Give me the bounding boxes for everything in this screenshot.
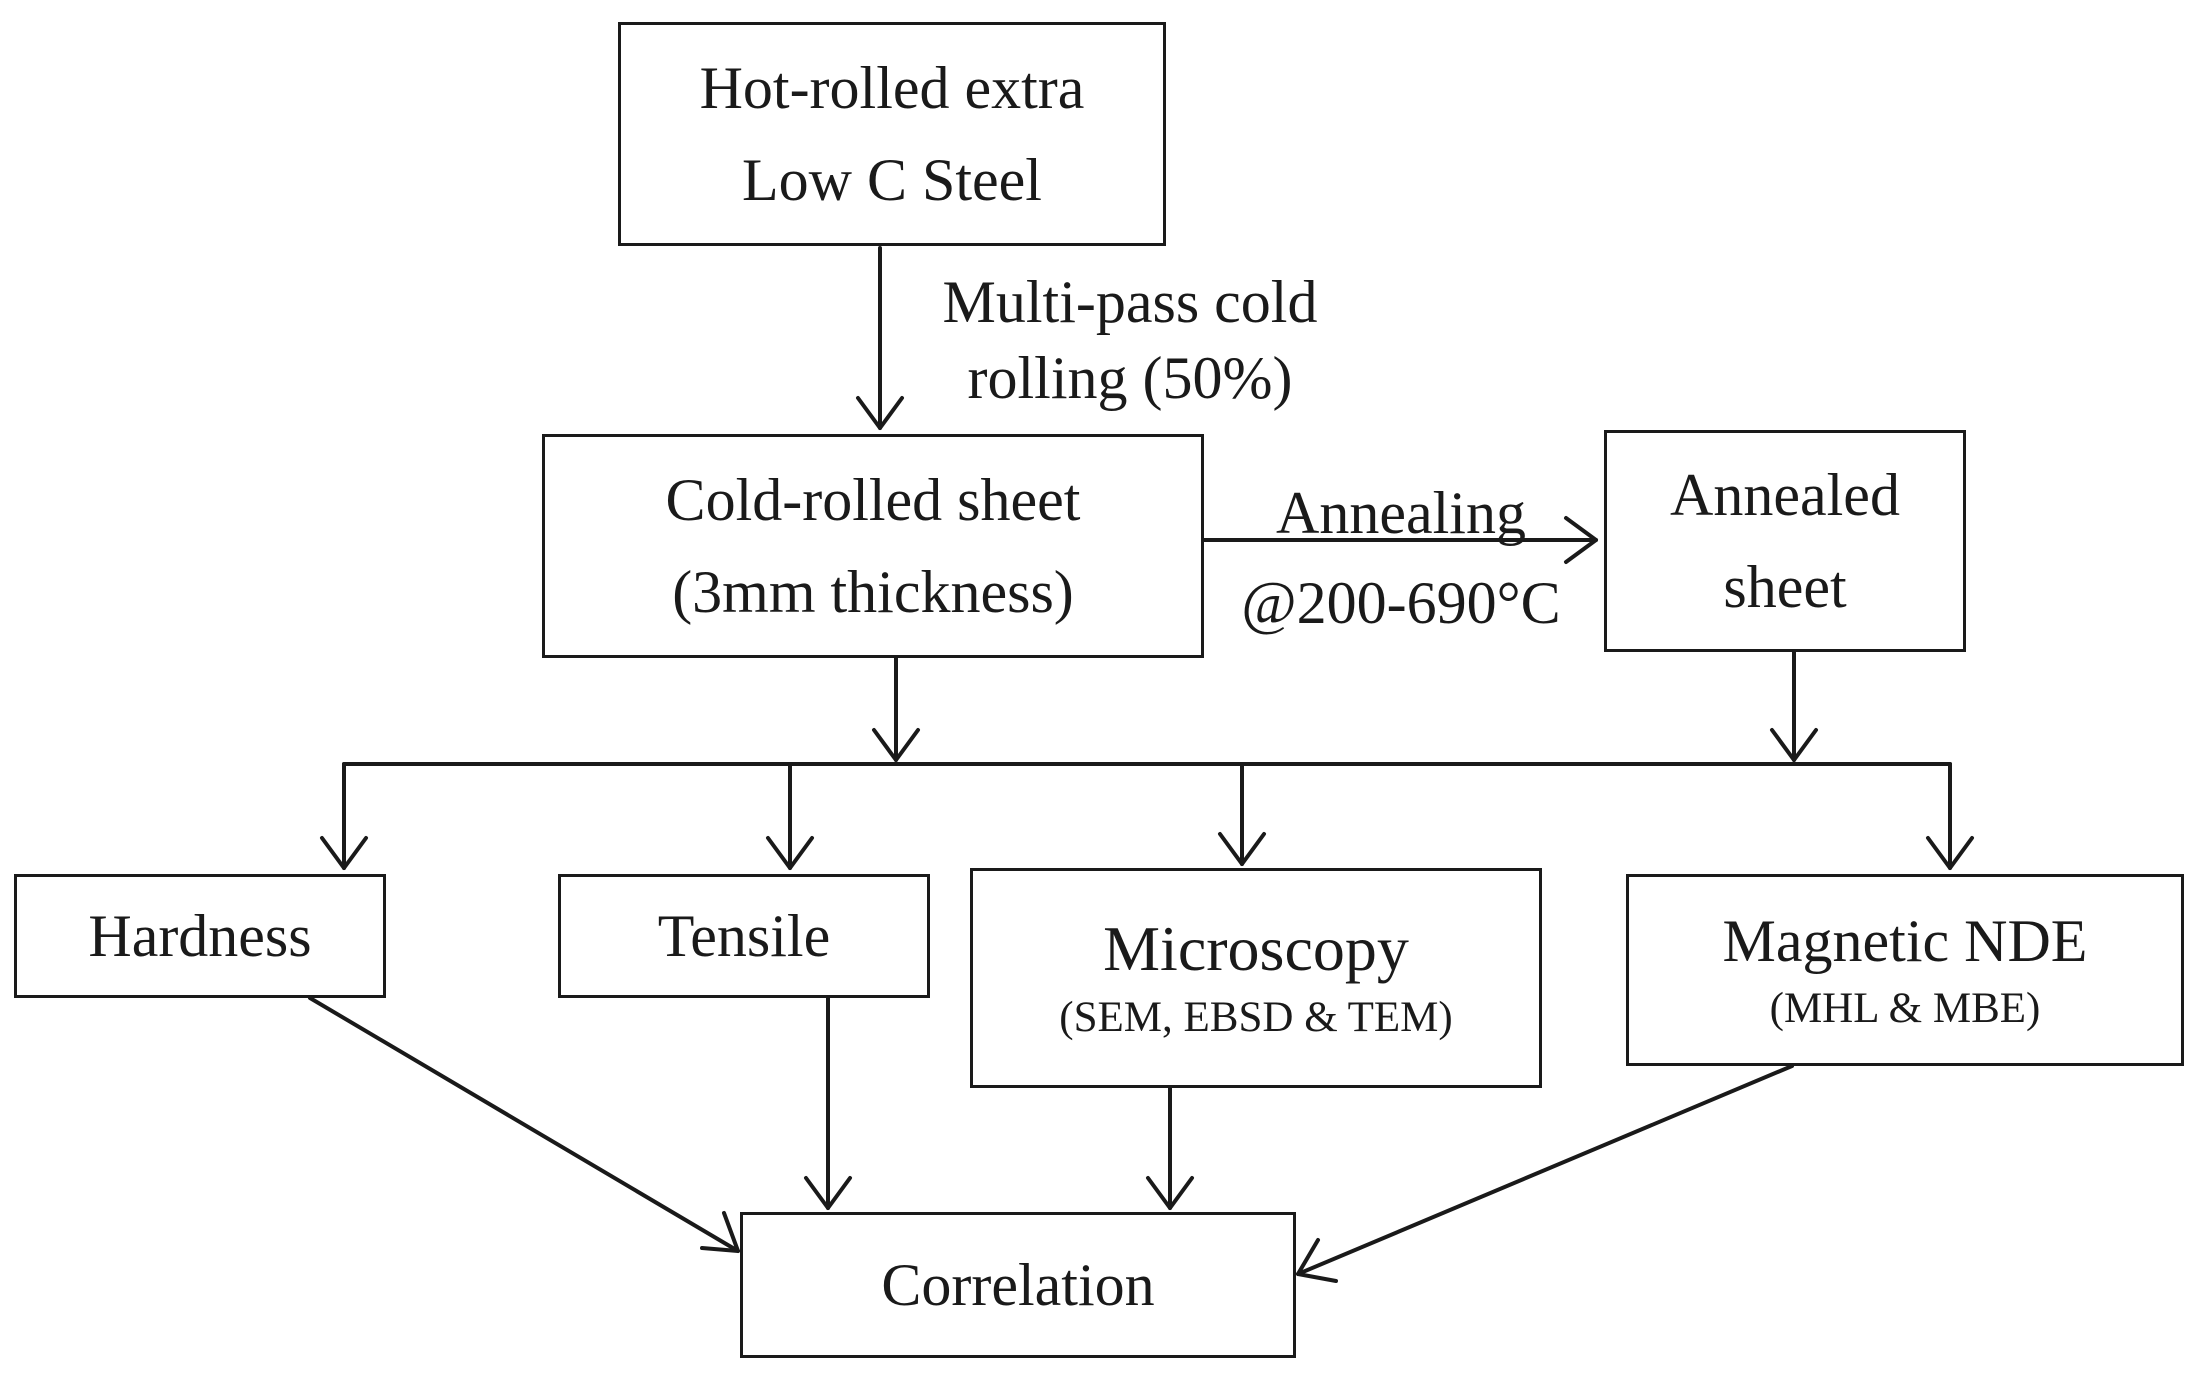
node-microscopy-title: Microscopy (1103, 913, 1409, 984)
edge-label-cold-rolling-line-2: rolling (50%) (967, 345, 1293, 411)
node-tensile: Tensile (558, 874, 930, 998)
arrow-hardness-to-correlation (308, 996, 740, 1253)
node-magnetic-title: Magnetic NDE (1722, 908, 2088, 974)
edge-label-annealing-line-1: Annealing (1276, 480, 1526, 546)
node-annealed-sheet: Annealed sheet (1604, 430, 1966, 652)
node-cold-rolled-line-2: (3mm thickness) (672, 559, 1074, 625)
edge-label-cold-rolling: Multi-pass cold rolling (50%) (900, 264, 1360, 416)
edge-label-annealing-line-2: @200-690°C (1241, 570, 1561, 636)
arrow-bus-to-hardness (320, 762, 368, 870)
arrow-bus-to-tensile (766, 762, 814, 870)
node-cold-rolled-line-1: Cold-rolled sheet (665, 467, 1081, 533)
arrow-hot-to-cold (856, 246, 904, 430)
node-hot-rolled-line-2: Low C Steel (742, 147, 1042, 213)
node-magnetic-detail: (MHL & MBE) (1769, 985, 2041, 1032)
arrow-microscopy-to-correlation (1146, 1086, 1194, 1210)
node-microscopy-detail: (SEM, EBSD & TEM) (1059, 994, 1453, 1041)
node-hot-rolled-steel: Hot-rolled extra Low C Steel (618, 22, 1166, 246)
arrow-cold-to-bus (872, 656, 920, 762)
arrow-magnetic-to-correlation (1296, 1064, 1794, 1283)
node-cold-rolled-sheet: Cold-rolled sheet (3mm thickness) (542, 434, 1204, 658)
node-hardness: Hardness (14, 874, 386, 998)
arrow-bus-to-microscopy (1218, 762, 1266, 866)
node-tensile-label: Tensile (657, 903, 831, 969)
arrow-annealed-to-bus (1770, 650, 1818, 762)
node-hardness-label: Hardness (88, 903, 312, 969)
node-microscopy: Microscopy (SEM, EBSD & TEM) (970, 868, 1542, 1088)
node-correlation-label: Correlation (881, 1252, 1155, 1318)
edge-label-annealing: Annealing @200-690°C (1206, 468, 1596, 648)
arrow-tensile-to-correlation (804, 996, 852, 1210)
edge-label-cold-rolling-line-1: Multi-pass cold (942, 269, 1318, 335)
arrow-cold-to-annealed (1202, 516, 1598, 564)
node-correlation: Correlation (740, 1212, 1296, 1358)
node-annealed-line-2: sheet (1723, 554, 1847, 620)
node-annealed-line-1: Annealed (1670, 462, 1900, 528)
node-magnetic-nde: Magnetic NDE (MHL & MBE) (1626, 874, 2184, 1066)
node-hot-rolled-line-1: Hot-rolled extra (699, 55, 1085, 121)
arrow-bus-to-magnetic (1926, 762, 1974, 870)
